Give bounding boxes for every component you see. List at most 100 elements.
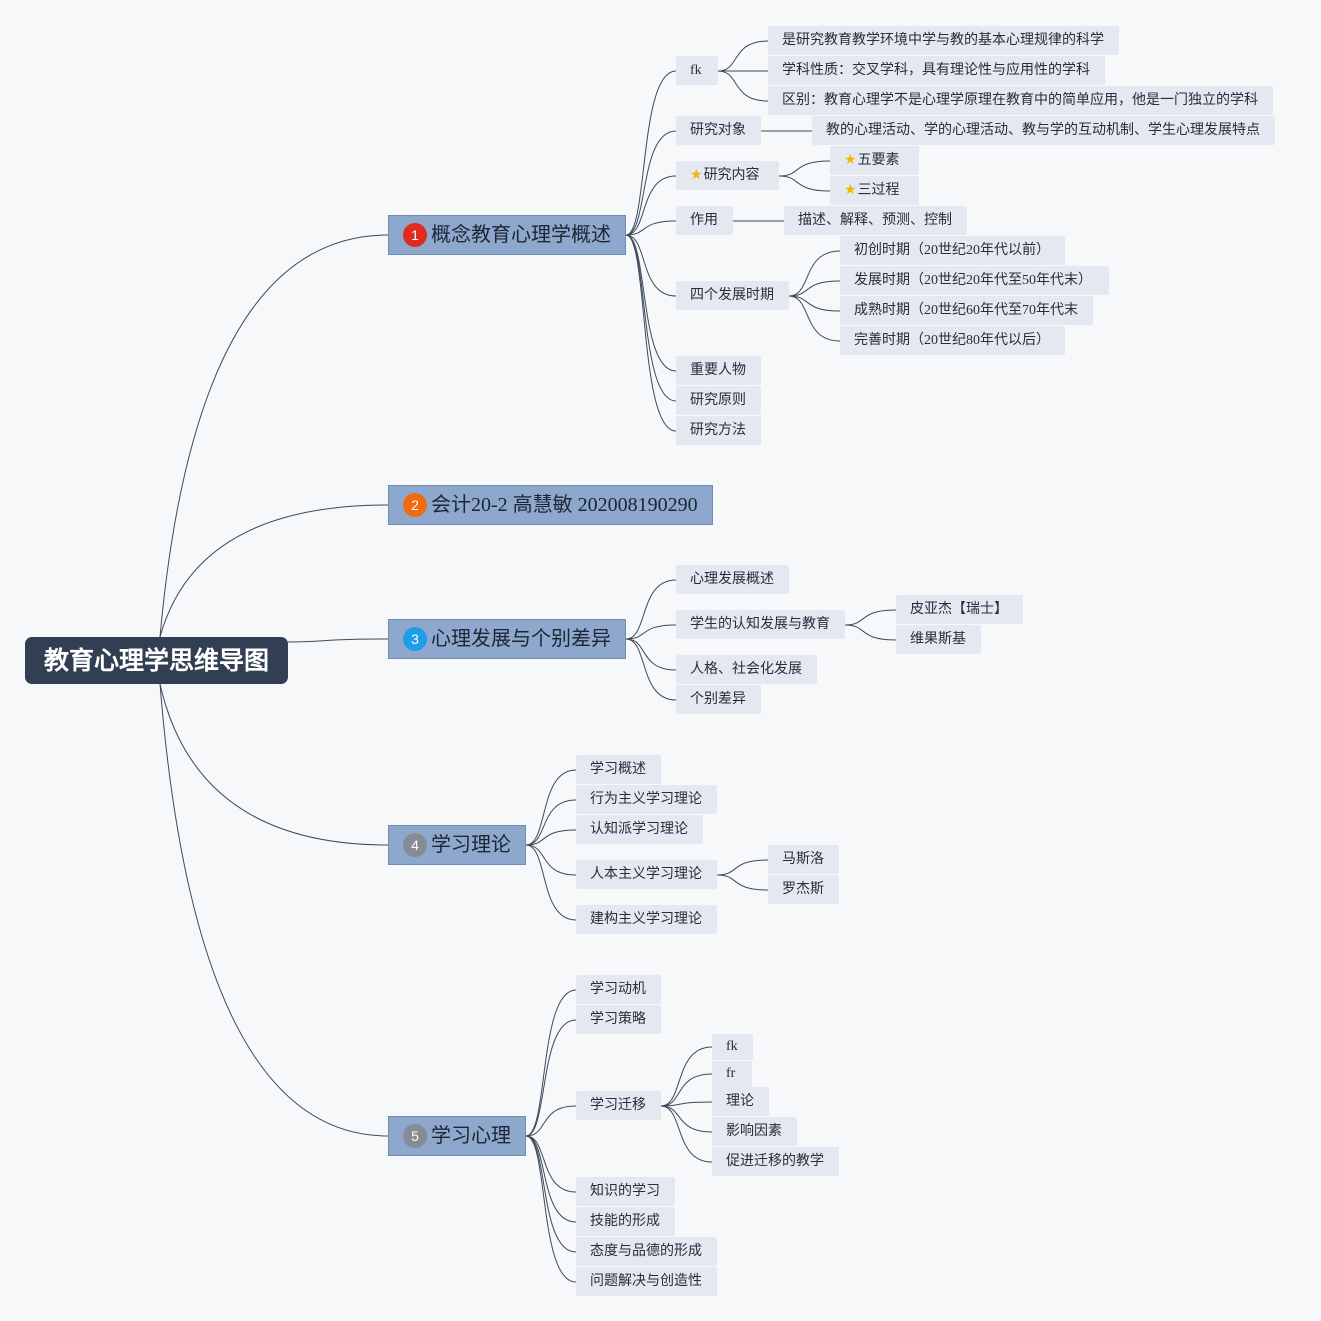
root-connector-line — [159, 683, 389, 846]
subtopic-cognitivism[interactable]: 认知派学习理论 — [576, 815, 703, 844]
subtopic-label: 三过程 — [857, 183, 900, 198]
subtopic-motivation[interactable]: 学习动机 — [576, 975, 661, 1004]
connector-line — [525, 1135, 577, 1253]
star-icon: ★ — [844, 183, 857, 198]
subtopic-skill-formation[interactable]: 技能的形成 — [576, 1207, 675, 1236]
subtopic-research-principles[interactable]: 研究原则 — [676, 386, 761, 415]
main-topic-development[interactable]: 3 心理发展与个别差异 — [388, 619, 626, 659]
connector-line — [717, 70, 769, 102]
subtopic-research-methods[interactable]: 研究方法 — [676, 416, 761, 445]
subtopic-period-4[interactable]: 完善时期（20世纪80年代以后） — [840, 326, 1065, 355]
number-5-icon: 5 — [403, 1124, 427, 1148]
subtopic-transfer-fr[interactable]: fr — [712, 1061, 752, 1087]
connector-line — [525, 1019, 577, 1137]
subtopic-five-elements[interactable]: ★五要素 — [830, 146, 919, 175]
root-connector-line — [159, 234, 389, 638]
subtopic-distinction[interactable]: 区别：教育心理学不是心理学原理在教育中的简单应用，他是一门独立的学科 — [768, 86, 1273, 115]
connector-line — [844, 624, 897, 641]
subtopic-period-3[interactable]: 成熟时期（20世纪60年代至70年代末 — [840, 296, 1093, 325]
subtopic-three-processes[interactable]: ★三过程 — [830, 176, 919, 205]
connector-line — [716, 874, 769, 891]
connector-line — [660, 1105, 713, 1163]
subtopic-learning-overview[interactable]: 学习概述 — [576, 755, 661, 784]
subtopic-period-2[interactable]: 发展时期（20世纪20年代至50年代末） — [840, 266, 1109, 295]
connector-line — [625, 638, 677, 671]
connector-line — [778, 160, 831, 177]
connector-line — [525, 989, 577, 1137]
subtopic-function[interactable]: 作用 — [676, 206, 733, 235]
subtopic-rogers[interactable]: 罗杰斯 — [768, 875, 839, 904]
subtopic-transfer-fk[interactable]: fk — [712, 1034, 753, 1060]
subtopic-piaget[interactable]: 皮亚杰【瑞士】 — [896, 595, 1023, 624]
connector-line — [660, 1105, 713, 1133]
number-3-icon: 3 — [403, 627, 427, 651]
subtopic-humanism[interactable]: 人本主义学习理论 — [576, 860, 717, 889]
number-4-icon: 4 — [403, 833, 427, 857]
subtopic-transfer-teaching[interactable]: 促进迁移的教学 — [712, 1147, 839, 1176]
subtopic-transfer-theory[interactable]: 理论 — [712, 1087, 769, 1116]
connector-line — [660, 1073, 713, 1107]
connector-line — [525, 844, 577, 921]
connector-line — [788, 295, 841, 342]
subtopic-maslow[interactable]: 马斯洛 — [768, 845, 839, 874]
subtopic-problem-solving[interactable]: 问题解决与创造性 — [576, 1267, 717, 1296]
number-1-icon: 1 — [403, 223, 427, 247]
root-connector-line — [159, 683, 389, 1137]
main-topic-label: 会计20-2 高慧敏 202008190290 — [431, 494, 698, 516]
main-topic-label: 学习心理 — [431, 1125, 511, 1147]
root-topic[interactable]: 教育心理学思维导图 — [25, 637, 288, 684]
subtopic-function-detail[interactable]: 描述、解释、预测、控制 — [784, 206, 967, 235]
subtopic-key-figures[interactable]: 重要人物 — [676, 356, 761, 385]
subtopic-fk[interactable]: fk — [676, 56, 718, 85]
subtopic-vygotsky[interactable]: 维果斯基 — [896, 625, 981, 654]
subtopic-period-1[interactable]: 初创时期（20世纪20年代以前） — [840, 236, 1065, 265]
connector-line — [625, 175, 677, 236]
subtopic-discipline-nature[interactable]: 学科性质：交叉学科，具有理论性与应用性的学科 — [768, 56, 1105, 85]
main-topic-learning-psychology[interactable]: 5 学习心理 — [388, 1116, 526, 1156]
connector-line — [788, 280, 841, 297]
subtopic-research-object[interactable]: 研究对象 — [676, 116, 761, 145]
main-topic-overview[interactable]: 1 概念教育心理学概述 — [388, 215, 626, 255]
main-topic-author[interactable]: 2 会计20-2 高慧敏 202008190290 — [388, 485, 713, 525]
connector-line — [625, 234, 677, 372]
subtopic-research-object-detail[interactable]: 教的心理活动、学的心理活动、教与学的互动机制、学生心理发展特点 — [812, 116, 1275, 145]
subtopic-four-periods[interactable]: 四个发展时期 — [676, 281, 789, 310]
connector-line — [625, 70, 677, 236]
connector-line — [625, 624, 677, 640]
main-topic-learning-theory[interactable]: 4 学习理论 — [388, 825, 526, 865]
connector-line — [625, 579, 677, 640]
connector-line — [625, 234, 677, 297]
connector-line — [525, 1105, 577, 1137]
subtopic-research-content[interactable]: ★研究内容 — [676, 161, 779, 190]
subtopic-strategy[interactable]: 学习策略 — [576, 1005, 661, 1034]
main-topic-label: 概念教育心理学概述 — [431, 224, 611, 246]
connector-line — [525, 1135, 577, 1223]
subtopic-cognitive-development[interactable]: 学生的认知发展与教育 — [676, 610, 845, 639]
root-connector-line — [159, 504, 389, 638]
connector-line — [717, 40, 769, 72]
subtopic-individual-differences[interactable]: 个别差异 — [676, 685, 761, 714]
subtopic-label: 五要素 — [857, 153, 900, 168]
subtopic-definition[interactable]: 是研究教育教学环境中学与教的基本心理规律的科学 — [768, 26, 1119, 55]
subtopic-attitude-morality[interactable]: 态度与品德的形成 — [576, 1237, 717, 1266]
connector-line — [625, 130, 677, 236]
main-topic-label: 学习理论 — [431, 834, 511, 856]
connector-line — [525, 829, 577, 846]
connector-line — [716, 859, 769, 876]
subtopic-transfer[interactable]: 学习迁移 — [576, 1091, 661, 1120]
number-2-icon: 2 — [403, 493, 427, 517]
subtopic-constructivism[interactable]: 建构主义学习理论 — [576, 905, 717, 934]
star-icon: ★ — [844, 153, 857, 168]
subtopic-personality[interactable]: 人格、社会化发展 — [676, 655, 817, 684]
connector-line — [525, 1135, 577, 1283]
connector-line — [788, 250, 841, 297]
subtopic-knowledge-learning[interactable]: 知识的学习 — [576, 1177, 675, 1206]
connector-line — [788, 295, 841, 312]
subtopic-transfer-factors[interactable]: 影响因素 — [712, 1117, 797, 1146]
subtopic-development-overview[interactable]: 心理发展概述 — [676, 565, 789, 594]
connector-line — [525, 844, 577, 876]
subtopic-behaviorism[interactable]: 行为主义学习理论 — [576, 785, 717, 814]
connector-line — [625, 234, 677, 432]
connector-line — [778, 175, 831, 192]
